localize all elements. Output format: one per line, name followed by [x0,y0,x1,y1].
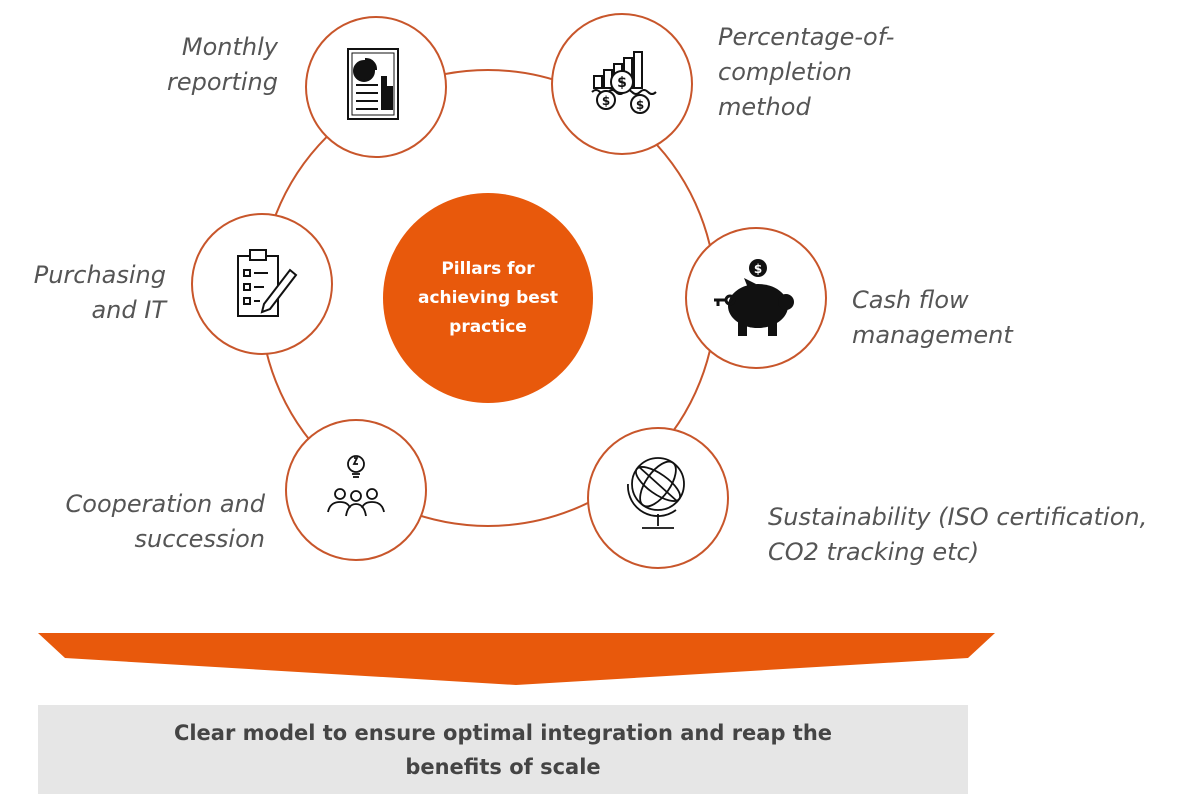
conclusion-text: Clear model to ensure optimal integratio… [173,720,833,779]
piggy-bank-icon: $ [714,259,794,336]
center-title: Pillars for achieving best practice [417,258,559,337]
pillar-label-sustainability: Sustainability (ISO certification, CO2 t… [768,503,1148,566]
pillar-label-cooperation: Cooperation and succession [65,490,265,553]
pillar-label-purchasing: Purchasing and IT [33,261,166,324]
svg-text:$: $ [617,75,627,91]
svg-text:$: $ [636,98,644,112]
pillar-circle-purchasing [191,213,333,355]
pillar-circle-sustainability [587,427,729,569]
pillar-label-percentage-of-completion: Percentage-of- completion method [718,23,895,121]
pillar-label-cash-flow: Cash flow management [852,286,1013,349]
team-idea-icon [327,455,385,517]
pillar-label-monthly-reporting: Monthly reporting [167,33,278,96]
center-circle: Pillars for achieving best practice [383,193,593,403]
globe-icon [627,457,685,529]
conclusion-arrow [38,633,995,685]
svg-text:$: $ [602,94,610,108]
clipboard-pen-icon [237,249,298,317]
conclusion-box: Clear model to ensure optimal integratio… [38,705,968,794]
report-document-icon [347,48,399,120]
pillar-circle-cooperation [285,419,427,561]
pillar-circle-monthly-reporting [305,16,447,158]
coins-chart-icon: $ $ $ [591,51,657,114]
svg-text:$: $ [754,262,762,276]
